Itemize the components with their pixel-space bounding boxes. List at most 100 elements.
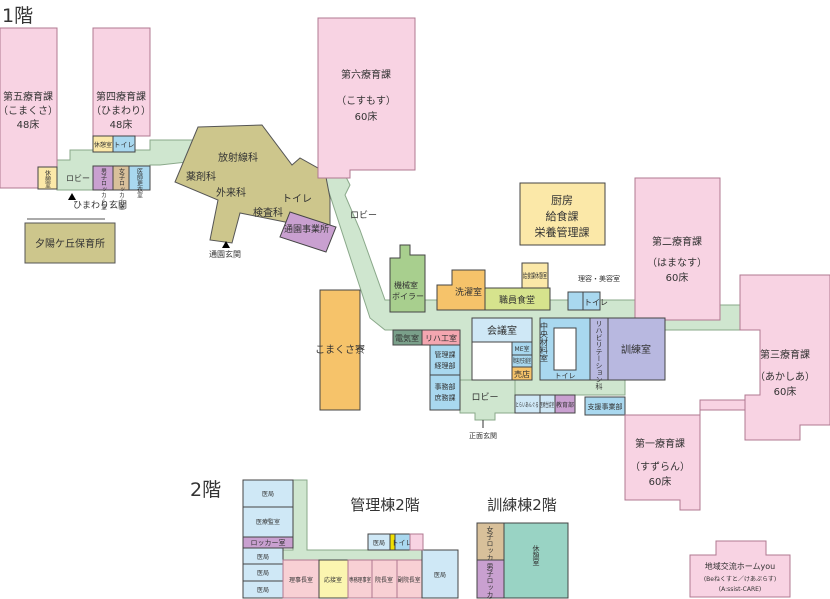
meeting-room[interactable] (471, 317, 533, 343)
ward3-beds: 60床 (774, 385, 797, 398)
ward1-sub: （すずらん） (630, 461, 690, 473)
training-floor2-title: 訓練棟2階 (487, 496, 557, 514)
training-room[interactable] (607, 317, 666, 381)
management-label: 管理課 (435, 350, 456, 359)
doctor-locker[interactable] (128, 165, 151, 191)
male-locker-2f[interactable] (476, 559, 505, 599)
ward6-sub: （こすもす） (336, 95, 396, 107)
male-locker-2f-label: 男子ロッカー室 (486, 563, 494, 599)
meal-section-label: 給食課 (546, 209, 579, 223)
laundry[interactable] (436, 269, 486, 311)
general-affairs[interactable] (429, 374, 461, 411)
machine-room[interactable] (389, 244, 426, 313)
doctors4-label: 医局 (257, 587, 269, 594)
rest-room-2f[interactable] (503, 522, 569, 599)
front-entrance-label: 正面玄関 (469, 431, 497, 440)
ward1[interactable] (624, 399, 746, 511)
ward3-name: 第三療育課 (760, 348, 810, 361)
ward2-beds: 60床 (666, 271, 689, 284)
central-supply-label: 中央材料室 (540, 321, 549, 362)
community-sub: (Beねくすと／けあぷらす) (704, 576, 776, 583)
ward2-name: 第二療育課 (652, 235, 702, 248)
ward5[interactable] (0, 27, 58, 189)
komakusa-dorm[interactable] (319, 289, 361, 411)
doctors2-label: 医局 (257, 554, 269, 561)
toilet-center[interactable] (582, 291, 601, 311)
ward5-sub: （こまくさ） (0, 105, 58, 117)
exec-director-label: 専務理事室 (349, 576, 371, 584)
toilet-2f-label: トイレ (392, 539, 413, 547)
shop-label: 売店 (514, 369, 530, 379)
nursery[interactable] (24, 222, 116, 264)
electric-label: 電気室 (395, 333, 419, 343)
office-label: 事務部 (435, 382, 456, 391)
center-lobby-label: ロビー (350, 210, 377, 221)
barber-room[interactable] (567, 291, 584, 311)
staff-cafeteria[interactable] (484, 287, 551, 311)
ward4-beds: 48床 (110, 118, 133, 131)
doctors6-label: 医局 (373, 540, 385, 547)
accounting-label: 経理部 (435, 361, 456, 370)
ward6[interactable] (317, 17, 416, 179)
floor1-title: 1階 (2, 5, 33, 27)
meal-rest-room[interactable] (521, 262, 549, 289)
exec-director-room[interactable] (347, 559, 373, 599)
ward4[interactable] (92, 27, 151, 137)
rest-room-1-label: 休憩室 (44, 169, 51, 188)
ward3[interactable] (739, 274, 830, 441)
rehab-toilet-label: トイレ (555, 372, 576, 380)
pink-room-2f (409, 533, 424, 551)
machine-label: 機械室 (394, 280, 418, 290)
vice-director-label: 副院長室 (398, 576, 421, 584)
doctors-room-5[interactable] (421, 549, 459, 599)
pharmacy-label: 薬剤科 (186, 170, 216, 183)
doctor-locker-label: 医師更衣室 (136, 168, 143, 198)
training-label: 訓練室 (621, 343, 651, 356)
admin-floor2-title: 管理棟2階 (350, 496, 420, 514)
kitchen[interactable] (519, 182, 606, 246)
kitchen-label: 厨房 (551, 194, 573, 207)
meeting-label: 会議室 (487, 324, 517, 337)
community-sub2: (A:ssist-CARE) (719, 586, 762, 593)
community-home[interactable] (689, 540, 791, 598)
doctors-room-1[interactable] (242, 479, 294, 508)
ward4-name: 第四療育課 (96, 90, 146, 103)
rest-room-1[interactable] (37, 166, 58, 190)
chairman-room[interactable] (282, 559, 320, 599)
meal-rest-label: 給食課休憩室 (523, 271, 547, 280)
female-locker-2f-label: 女子ロッカー室 (486, 525, 494, 575)
nursery-label: 夕陽ケ丘保育所 (35, 237, 105, 250)
education-room[interactable] (554, 394, 576, 414)
radiology-label: 放射線科 (218, 151, 258, 164)
doctors3-label: 医局 (257, 570, 269, 577)
toilet-west[interactable] (112, 135, 136, 153)
central-supply-void (553, 327, 577, 371)
west-lobby-label: ロビー (66, 174, 90, 183)
ward5-name: 第五療育課 (3, 90, 53, 103)
ward2[interactable] (634, 177, 721, 321)
day-service[interactable] (279, 211, 337, 253)
support-office[interactable] (584, 396, 626, 416)
management-office[interactable] (429, 344, 461, 376)
vice-director-room[interactable] (396, 559, 423, 599)
rest-2f-label: 休憩室 (532, 544, 540, 566)
outpatient-toilet-label: トイレ (282, 194, 312, 205)
main-lobby-label: ロビー (471, 392, 498, 403)
ward1-name: 第一療育課 (635, 437, 685, 450)
nutrition-label: 栄養管理課 (535, 225, 590, 239)
small-room-label: 障害児支援室 (513, 357, 531, 365)
chairman-label: 理事長室 (289, 576, 313, 584)
me-room-label: ME室 (515, 345, 530, 353)
himawari-entrance-label: ひまわり玄関 (73, 199, 127, 211)
day-entrance-label: 通園玄関 (209, 249, 241, 259)
director-room[interactable] (371, 559, 398, 599)
corridor-lobby (459, 379, 516, 421)
medical-label: 医療生協室 (540, 401, 554, 409)
entrance-marker-icon (222, 241, 230, 248)
toilet-center-label: トイレ (584, 298, 608, 307)
shop[interactable] (511, 366, 533, 381)
ward1-beds: 60床 (649, 475, 672, 488)
med-director-room[interactable] (242, 506, 294, 538)
ward5-beds: 48床 (17, 118, 40, 131)
doctors1-label: 医局 (262, 491, 274, 498)
